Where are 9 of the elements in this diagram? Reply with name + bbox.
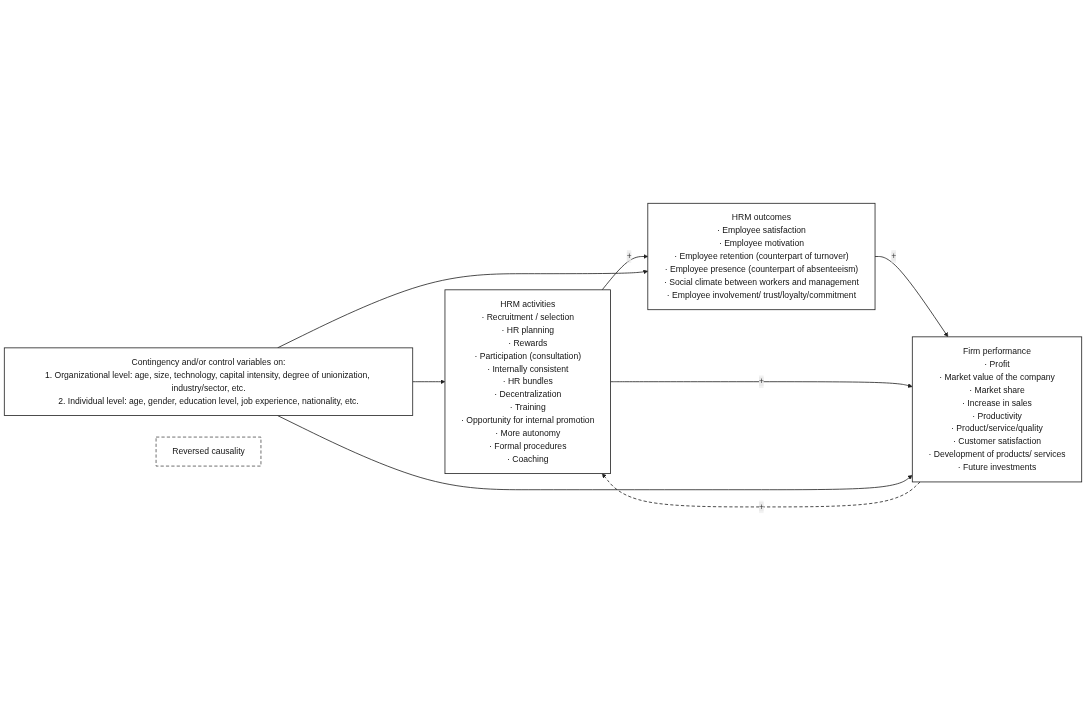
node-box: Contingency and/or control variables on: 1. Organizational level: age, size, technology, capital intensity, degree of unionization, industry/sector, etc. 2. Individual level: age, gender, education level, job experience, nationality, etc.: [3, 347, 414, 416]
node-box: Reversed causality: [155, 436, 262, 467]
node-box: HRM activities · Recruitment / selection · HR planning · Rewards · Participation (consultation) · Internally consistent · HR bundles · Decentralization · Training · Opportunity for internal promotion · More autonomy · Formal procedures · Coaching: [444, 289, 611, 474]
edge-label: +: [758, 376, 764, 386]
node-box: HRM outcomes · Employee satisfaction · Employee motivation · Employee retention (counterpart of turnover) · Employee presence (counterpart of absenteeism) · Social climate between workers and management · Employee involvement/ trust/loyalty/commitment: [647, 202, 876, 310]
node-box: Firm performance · Profit · Market value of the company · Market share · Increase in sales · Productivity · Product/service/quality · Customer satisfaction · Development of products/ services · Future investments: [911, 336, 1083, 482]
edge-label: +: [758, 501, 764, 511]
edge-label: +: [626, 251, 632, 261]
edge-label: +: [891, 251, 897, 261]
